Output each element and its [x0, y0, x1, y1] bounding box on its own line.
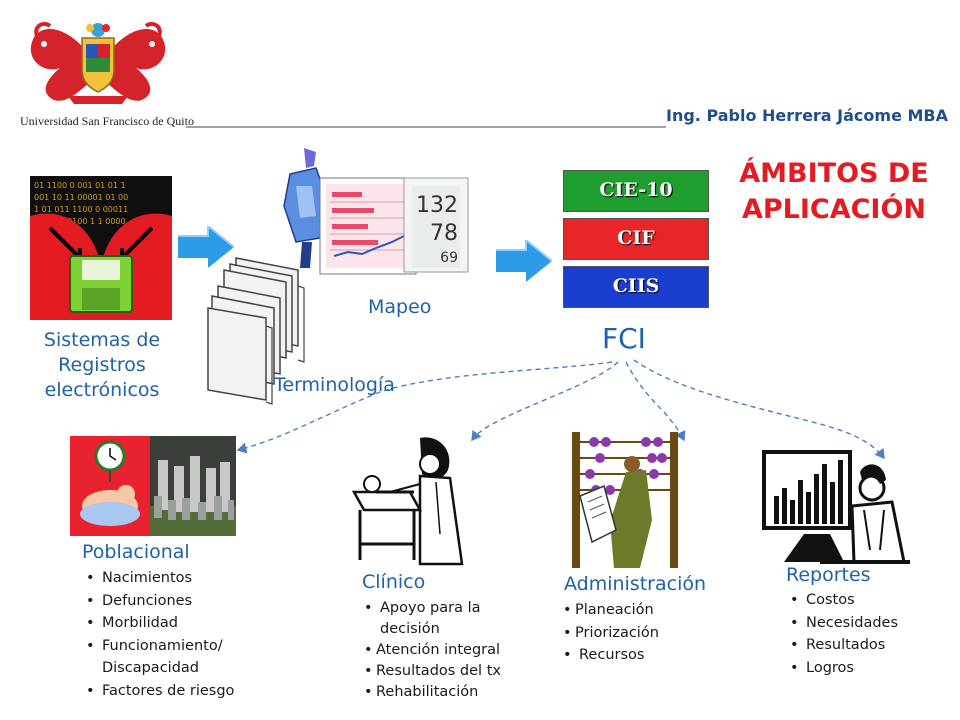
terminology-label: Terminología: [274, 374, 395, 396]
clinico-list: Apoyo para la decisión Atención integral…: [364, 598, 501, 703]
monitor-reading-systolic: 132: [416, 193, 458, 218]
slide-title-line-1: ÁMBITOS DE: [739, 158, 929, 189]
systems-label-line-1: Sistemas de: [43, 329, 161, 351]
svg-text:00 0 11 0100 1 1 0000: 00 0 11 0100 1 1 0000: [34, 217, 126, 226]
list-item: Recursos: [563, 644, 659, 667]
svg-text:1 01 011 1100 0 00011: 1 01 011 1100 0 00011: [34, 205, 128, 214]
list-item: Costos: [786, 589, 898, 612]
clinician-patient-illustration: [351, 437, 464, 566]
connector-to-administracion: [625, 361, 686, 442]
slide-title-line-2: APLICACIÓN: [741, 194, 927, 225]
presenter-name: Ing. Pablo Herrera Jácome MBA: [666, 106, 948, 125]
clinico-title: Clínico: [362, 571, 426, 593]
svg-text:001 10 11 00001 01 00: 001 10 11 00001 01 00: [34, 193, 128, 202]
classification-box-cie10: CIE-10: [563, 170, 709, 212]
mapping-chart-monitor-illustration: 132 78 69: [283, 148, 469, 275]
connector-to-reportes: [633, 359, 885, 460]
list-item: Defunciones: [82, 590, 234, 613]
abacus-administrator-illustration: [572, 432, 678, 568]
slide-title: ÁMBITOS DE APLICACIÓN: [718, 156, 950, 228]
list-item: Factores de riesgo: [82, 680, 234, 703]
systems-label-line-3: electrónicos: [44, 379, 160, 401]
list-item: Resultados: [786, 634, 898, 657]
monitor-reading-diastolic: 78: [430, 221, 458, 246]
classification-box-ciis: CIIS: [563, 266, 709, 308]
header-divider-line: [186, 126, 666, 128]
list-item: Necesidades: [786, 612, 898, 635]
list-item-text: Apoyo para la: [380, 600, 481, 616]
list-item: Logros: [786, 657, 898, 680]
reports-presentation-illustration: [762, 450, 910, 564]
list-item-continuation-text: Discapacidad: [102, 660, 199, 676]
poblacional-title: Poblacional: [82, 541, 190, 563]
list-item-continuation: decisión: [364, 619, 501, 640]
university-name: Universidad San Francisco de Quito: [20, 114, 194, 128]
terminology-documents-illustration: [207, 257, 305, 405]
poblacional-list: Nacimientos Defunciones Morbilidad Funci…: [82, 567, 234, 702]
university-crest-logo: [30, 21, 166, 104]
administracion-list: Planeación Priorización Recursos: [563, 599, 659, 667]
flow-arrow-right-icon: [496, 240, 553, 282]
connector-to-poblacional: [236, 361, 613, 454]
fci-label: FCI: [602, 322, 646, 355]
administracion-title: Administración: [564, 573, 707, 595]
list-item: Resultados del tx: [364, 661, 501, 682]
svg-text:01 1100 0 001 01 01 1: 01 1100 0 001 01 01 1: [34, 181, 126, 190]
list-item-text: Recursos: [579, 647, 645, 663]
electronic-records-illustration: 01 1100 0 001 01 01 1 001 10 11 00001 01…: [30, 176, 172, 320]
list-item: Atención integral: [364, 640, 501, 661]
flow-arrow-right-icon: [178, 226, 235, 268]
list-item-continuation-text: decisión: [380, 621, 440, 637]
list-item: Apoyo para la: [364, 598, 501, 619]
list-item-continuation: Discapacidad: [82, 657, 234, 680]
list-item: Priorización: [563, 622, 659, 645]
list-item: Morbilidad: [82, 612, 234, 635]
reportes-title: Reportes: [786, 564, 871, 586]
list-item: Rehabilitación: [364, 682, 501, 703]
mapping-label: Mapeo: [368, 296, 432, 318]
reportes-list: Costos Necesidades Resultados Logros: [786, 589, 898, 679]
population-baby-graveyard-illustration: [70, 436, 236, 536]
list-item: Funcionamiento/: [82, 635, 234, 658]
list-item: Planeación: [563, 599, 659, 622]
connector-to-clinico: [471, 361, 619, 442]
systems-label-line-2: Registros: [58, 354, 146, 376]
monitor-reading-pulse: 69: [440, 250, 458, 266]
classification-box-cif: CIF: [563, 218, 709, 260]
list-item: Nacimientos: [82, 567, 234, 590]
systems-label: Sistemas de Registros electrónicos: [34, 328, 170, 403]
